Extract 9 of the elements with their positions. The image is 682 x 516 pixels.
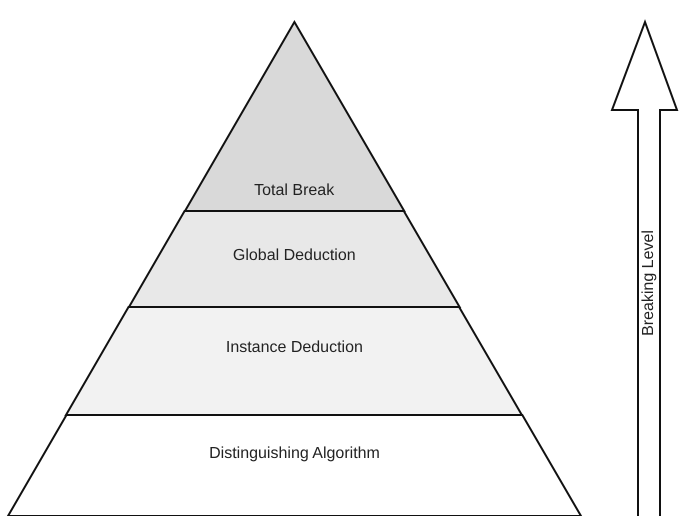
axis-label: Breaking Level (640, 230, 658, 336)
tier-label: Total Break (254, 182, 334, 200)
pyramid-tier (184, 22, 404, 211)
tier-label: Global Deduction (232, 247, 356, 265)
pyramid-tier (66, 307, 522, 415)
pyramid-tier (8, 415, 581, 516)
pyramid-tier (129, 211, 460, 307)
tier-label: Instance Deduction (226, 339, 363, 357)
tier-label: Distinguishing Algorithm (209, 445, 380, 463)
